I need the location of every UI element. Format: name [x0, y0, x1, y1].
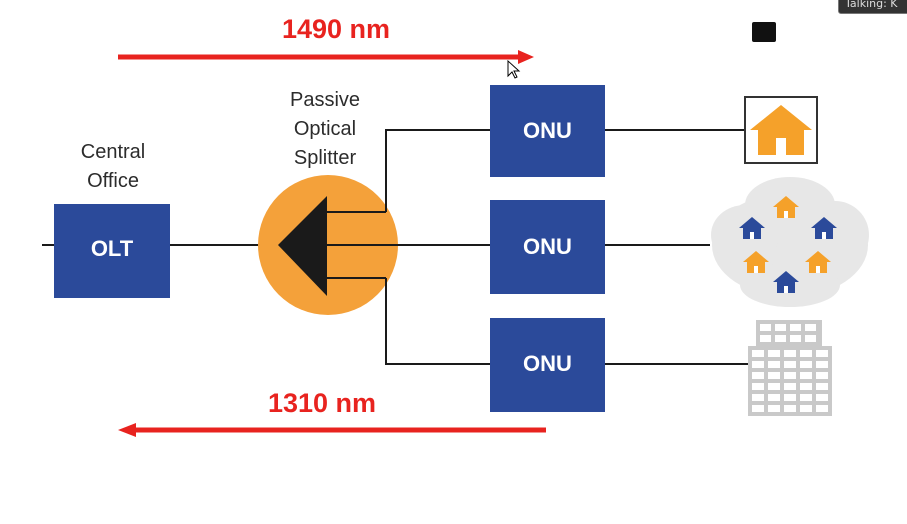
- small-house-icon: [743, 251, 769, 273]
- branch-bottom: [385, 278, 490, 365]
- splitter-triangle: [278, 196, 327, 296]
- olt-box: [54, 204, 170, 298]
- onu-box-1: [490, 85, 605, 177]
- upstream-wavelength-label: 1310 nm: [267, 388, 377, 418]
- mouse-cursor-icon: [507, 60, 521, 79]
- branch-top: [385, 129, 490, 212]
- small-house-icon: [805, 251, 831, 273]
- onu-label-2: ONU: [523, 234, 572, 259]
- home-icon: [750, 105, 812, 155]
- talking-indicator: Talking: K: [838, 0, 907, 14]
- small-house-icon: [739, 217, 765, 239]
- office-building-icon: [748, 320, 832, 416]
- downstream-wavelength-label: 1490 nm: [281, 14, 391, 44]
- small-house-icon: [773, 271, 799, 293]
- upstream-arrow-head: [118, 423, 136, 437]
- splitter-label: Passive Optical Splitter: [289, 89, 361, 169]
- small-house-icon: [773, 196, 799, 218]
- onu-label-1: ONU: [523, 118, 572, 143]
- onu-label-3: ONU: [523, 351, 572, 376]
- onu-box-2: [490, 200, 605, 294]
- olt-label: OLT: [90, 236, 134, 261]
- onu-box-3: [490, 318, 605, 412]
- neighborhood-houses: [739, 196, 837, 293]
- video-thumbnail-icon: [752, 22, 776, 42]
- downstream-arrow-head: [518, 50, 534, 64]
- small-house-icon: [811, 217, 837, 239]
- central-office-label: Central Office: [80, 141, 146, 192]
